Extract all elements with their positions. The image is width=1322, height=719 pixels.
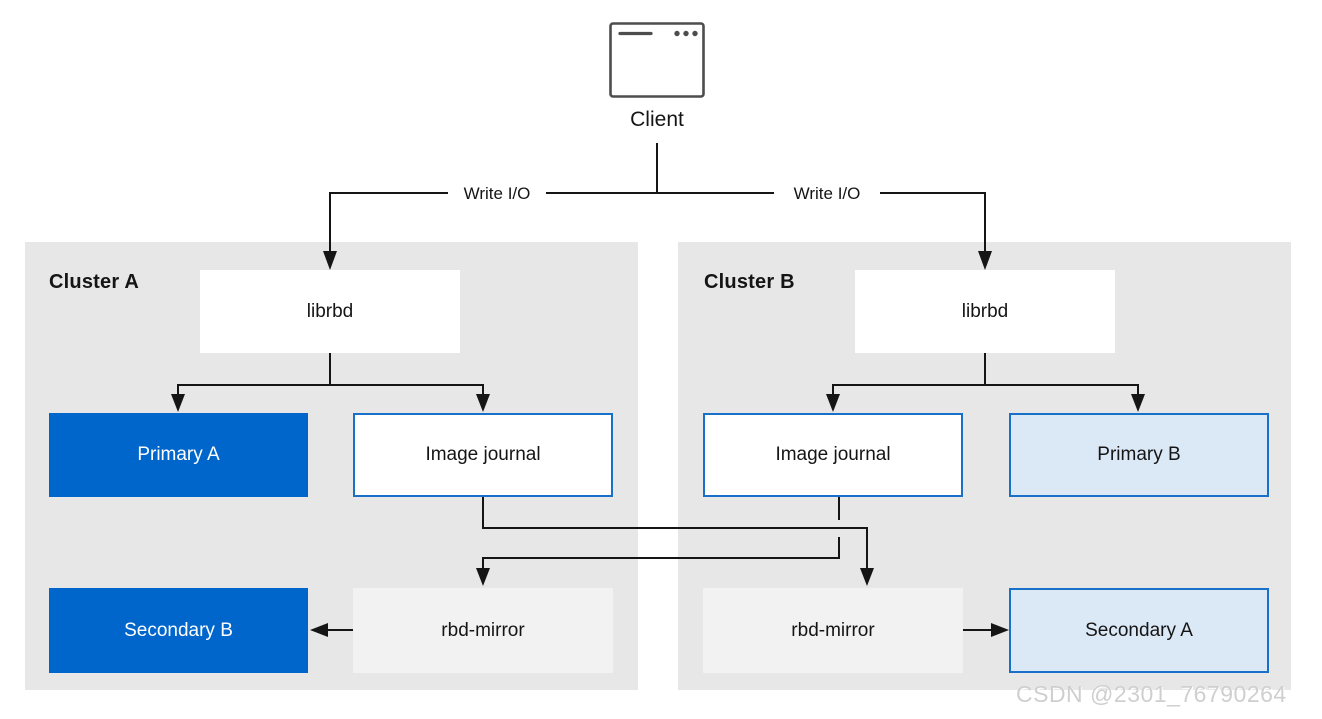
node-rbd-mirror-b: rbd-mirror <box>703 588 963 673</box>
write-io-right-label: Write I/O <box>787 184 867 204</box>
node-secondary-b: Secondary B <box>49 588 308 673</box>
cluster-b-label: Cluster B <box>704 271 795 293</box>
write-io-left-label: Write I/O <box>457 184 537 204</box>
csdn-watermark: CSDN @2301_76790264 <box>1016 681 1287 707</box>
node-image-journal-b: Image journal <box>703 413 963 497</box>
cluster-a-label: Cluster A <box>49 271 139 293</box>
node-rbd-mirror-a: rbd-mirror <box>353 588 613 673</box>
node-primary-a: Primary A <box>49 413 308 497</box>
node-secondary-a: Secondary A <box>1009 588 1269 673</box>
node-librbd-a: librbd <box>200 270 460 353</box>
node-librbd-b: librbd <box>855 270 1115 353</box>
client-label: Client <box>630 108 684 131</box>
node-primary-b: Primary B <box>1009 413 1269 497</box>
node-image-journal-a: Image journal <box>353 413 613 497</box>
browser-window-icon <box>609 22 705 98</box>
